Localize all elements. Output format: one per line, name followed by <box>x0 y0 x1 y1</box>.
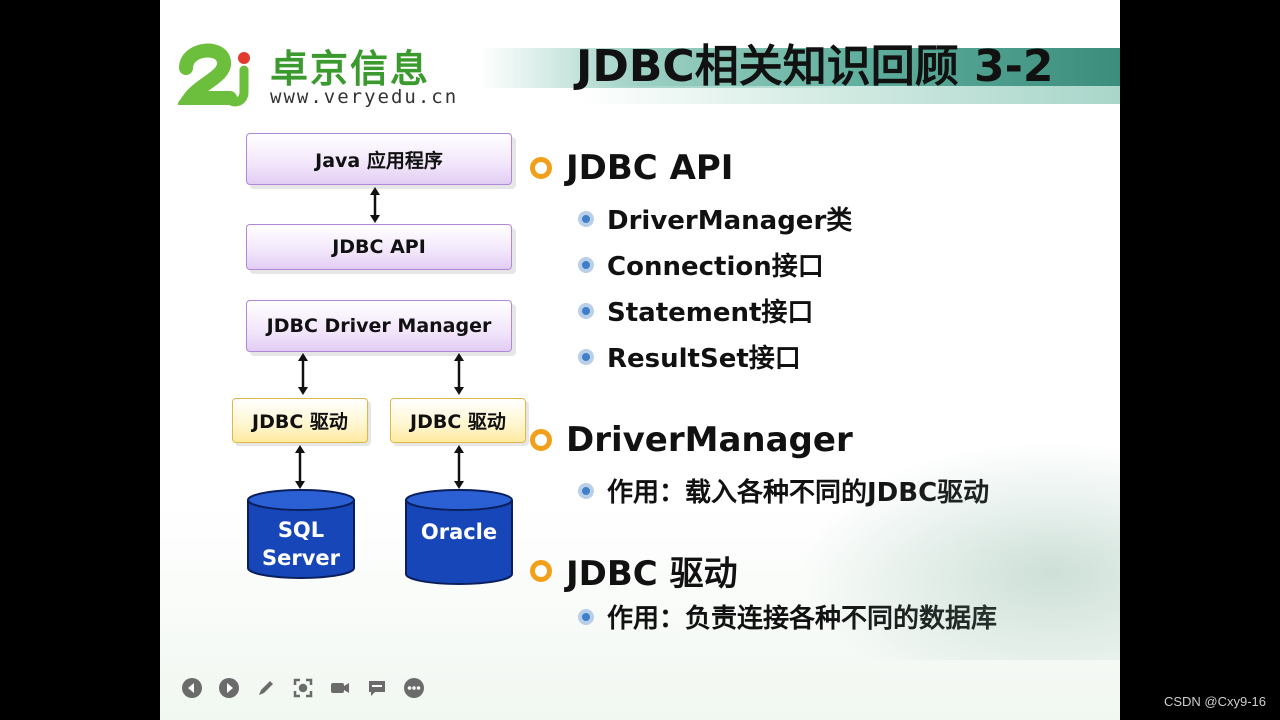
sub-bullet: Connection接口 <box>578 246 824 283</box>
slideshow-toolbar <box>180 676 426 700</box>
comment-icon[interactable] <box>365 676 389 700</box>
sub-bullet: 作用：负责连接各种不同的数据库 <box>578 598 997 635</box>
logo-chinese-name: 卓京信息 <box>270 47 431 91</box>
blue-bullet-icon <box>578 482 594 499</box>
arrow-driver-oracle <box>454 445 464 489</box>
orange-bullet-icon <box>530 429 552 451</box>
oracle-label: Oracle <box>420 520 498 544</box>
oracle-database: Oracle <box>404 488 514 586</box>
driver-manager-box: JDBC Driver Manager <box>246 300 512 352</box>
camera-icon[interactable] <box>328 676 352 700</box>
orange-bullet-icon <box>530 559 552 582</box>
title-band-lower <box>580 86 1120 104</box>
sqlserver-label-line2: Server <box>261 546 340 570</box>
pen-icon[interactable] <box>254 676 278 700</box>
next-icon[interactable] <box>217 676 241 700</box>
logo-url: www.veryedu.cn <box>270 86 459 108</box>
bullet-jdbc-api: JDBC API <box>530 148 733 188</box>
slide: 卓京信息 www.veryedu.cn JDBC相关知识回顾 3-2 Java … <box>160 0 1120 720</box>
sub-bullet: 作用：载入各种不同的JDBC驱动 <box>578 472 989 509</box>
arrow-java-api <box>370 187 380 223</box>
sqlserver-database: SQL Server <box>246 488 356 580</box>
jdbc-driver-right-box: JDBC 驱动 <box>390 398 526 443</box>
java-app-box: Java 应用程序 <box>246 133 512 185</box>
logo-icon <box>178 43 250 107</box>
csdn-watermark: CSDN @Cxy9-16 <box>1163 694 1266 709</box>
arrow-driver-sqlserver <box>295 445 305 489</box>
orange-bullet-icon <box>530 157 552 179</box>
blue-bullet-icon <box>578 348 594 365</box>
blue-bullet-icon <box>578 210 594 227</box>
bullet-jdbc-driver: JDBC 驱动 <box>530 546 738 595</box>
more-icon[interactable] <box>402 676 426 700</box>
arrow-manager-driver-left <box>298 353 308 395</box>
blue-bullet-icon <box>578 302 594 319</box>
company-logo: 卓京信息 www.veryedu.cn <box>178 32 468 112</box>
bullet-driver-manager: DriverManager <box>530 420 853 460</box>
focus-icon[interactable] <box>291 676 315 700</box>
page-title: JDBC相关知识回顾 3-2 <box>576 41 1054 92</box>
sub-bullet: ResultSet接口 <box>578 338 801 375</box>
blue-bullet-icon <box>578 608 594 625</box>
sqlserver-label-line1: SQL <box>277 518 325 542</box>
title-band <box>480 48 1120 88</box>
blue-bullet-icon <box>578 256 594 273</box>
sub-bullet: Statement接口 <box>578 292 813 329</box>
jdbc-api-box: JDBC API <box>246 224 512 270</box>
arrow-manager-driver-right <box>454 353 464 395</box>
sub-bullet: DriverManager类 <box>578 200 852 237</box>
database-icon <box>247 489 355 579</box>
jdbc-driver-left-box: JDBC 驱动 <box>232 398 368 443</box>
prev-icon[interactable] <box>180 676 204 700</box>
database-icon <box>405 489 513 585</box>
